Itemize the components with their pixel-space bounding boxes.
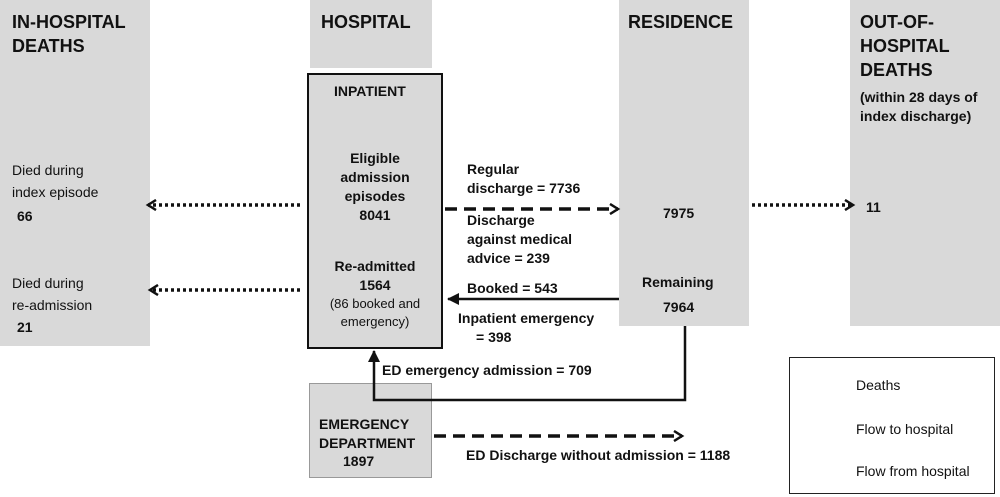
died-index-label: Died during index episode: [12, 162, 99, 200]
ed-value: 1897: [343, 453, 375, 469]
in-hospital-header: IN-HOSPITAL DEATHS: [12, 12, 126, 56]
hospital-header: HOSPITAL: [321, 12, 411, 32]
out-of-hospital-deaths-column: [850, 0, 1000, 326]
eligible-value: 8041: [359, 207, 391, 223]
ed-admission-label: ED emergency admission = 709: [382, 362, 592, 378]
regular-discharge-label: Regular discharge = 7736: [467, 161, 581, 196]
ed-title: EMERGENCY DEPARTMENT: [319, 416, 416, 451]
legend-from-hospital-label: Flow from hospital: [856, 463, 970, 479]
hospital-header-box: [310, 0, 432, 68]
remaining-value: 7964: [663, 299, 695, 315]
residence-column: [619, 0, 749, 326]
legend-deaths-label: Deaths: [856, 377, 901, 393]
remaining-label: Remaining: [642, 274, 714, 290]
in-hospital-deaths-column: [0, 0, 150, 346]
readmitted-label: Re-admitted 1564: [307, 257, 443, 295]
residence-value: 7975: [663, 205, 695, 221]
readmitted-value: 1564: [359, 277, 391, 293]
out-of-hospital-value: 11: [866, 199, 881, 215]
legend-to-hospital-label: Flow to hospital: [856, 421, 954, 437]
eligible-label: Eligible admission episodes 8041: [307, 149, 443, 225]
against-advice-label: Discharge against medical advice = 239: [467, 212, 573, 266]
ed-discharge-label: ED Discharge without admission = 1188: [466, 447, 731, 463]
ed-admission-path: [368, 326, 687, 402]
out-of-hospital-header: OUT-OF- HOSPITAL DEATHS: [860, 12, 950, 80]
out-of-hospital-note: (within 28 days of index discharge): [860, 89, 978, 124]
legend: Deaths Flow to hospital Flow from hospit…: [789, 357, 995, 494]
readmitted-note: (86 booked and emergency): [329, 296, 421, 329]
booked-label: Booked = 543: [467, 280, 558, 296]
died-index-value: 66: [17, 208, 33, 224]
inpatient-title: INPATIENT: [334, 83, 406, 99]
died-readmit-label: Died during re-admission: [12, 275, 93, 313]
residence-header: RESIDENCE: [628, 12, 734, 32]
inpatient-box: [307, 73, 443, 349]
died-readmit-value: 21: [17, 319, 33, 335]
inpatient-emergency-label: Inpatient emergency = 398: [458, 310, 595, 345]
